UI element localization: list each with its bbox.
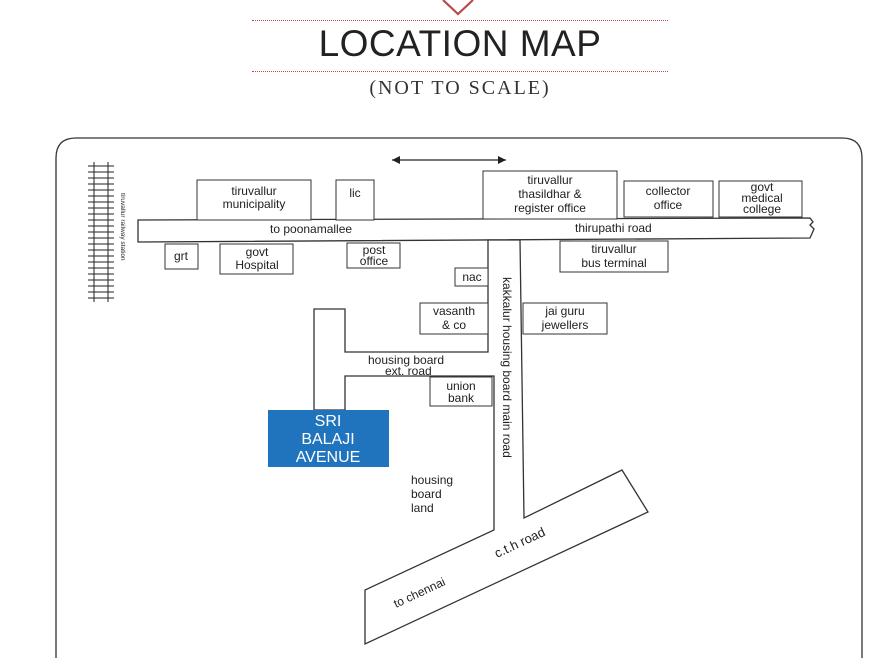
medical-label-1: govt <box>751 180 774 194</box>
municipality-box <box>196 179 312 221</box>
municipality-label-1: tiruvallur <box>231 184 276 198</box>
lic-label: lic <box>349 186 360 200</box>
vasanth-box <box>419 302 489 335</box>
location-pin-icon <box>442 0 474 16</box>
map-header: LOCATION MAP (NOT TO SCALE) <box>0 0 894 110</box>
thasildhar-label-1: tiruvallur <box>527 173 572 187</box>
bus-terminal-box <box>559 240 669 273</box>
thasildhar-box <box>482 170 618 220</box>
municipality-label-2: municipality <box>223 197 286 211</box>
collector-label-1: collector <box>646 184 691 198</box>
land-label-2: board <box>411 487 442 501</box>
post-label-1: post <box>363 243 386 257</box>
road-label-ext-2: ext. road <box>385 364 432 378</box>
highlight-label-3: AVENUE <box>296 449 361 466</box>
lic-box <box>335 179 375 221</box>
vasanth-label-2: & co <box>442 318 466 332</box>
union-label-1: union <box>446 379 475 393</box>
jaiguru-label-2: jewellers <box>541 318 589 332</box>
medical-label-3: college <box>743 202 781 216</box>
railway-station-label: tiruvallur railway station <box>119 193 126 261</box>
land-label-1: housing <box>411 473 453 487</box>
road-label-ext-1: housing board <box>368 353 444 367</box>
nac-box <box>454 267 489 287</box>
post-label-2: office <box>360 254 389 268</box>
post-office-box <box>346 242 401 269</box>
thirupathi-road-shape <box>137 217 815 243</box>
road-label-thirupathi: thirupathi road <box>575 221 652 235</box>
highlight-label-1: SRI <box>315 413 342 430</box>
grt-box <box>164 243 199 270</box>
sri-balaji-avenue-highlight <box>268 410 389 467</box>
medical-college-box <box>718 180 803 218</box>
collector-box <box>623 180 714 218</box>
railway-track <box>88 162 114 302</box>
road-label-poonamallee: to poonamallee <box>270 222 352 236</box>
divider-bottom <box>252 71 668 72</box>
medical-label-2: medical <box>741 191 782 205</box>
road-network-shape <box>313 239 649 646</box>
hospital-label-1: govt <box>246 245 269 259</box>
nac-label: nac <box>462 270 481 284</box>
divider-top <box>252 20 668 21</box>
union-label-2: bank <box>448 391 475 405</box>
double-arrow-icon <box>392 156 506 164</box>
collector-label-2: office <box>654 198 683 212</box>
jaiguru-label-1: jai guru <box>544 304 584 318</box>
bus-label-1: tiruvallur <box>591 242 636 256</box>
grt-label: grt <box>174 249 189 263</box>
page-title: LOCATION MAP <box>318 23 602 64</box>
bus-label-2: bus terminal <box>581 256 646 270</box>
union-bank-box <box>429 376 493 407</box>
hospital-label-2: Hospital <box>235 258 278 272</box>
jai-guru-box <box>522 302 608 335</box>
page-subtitle: (NOT TO SCALE) <box>369 77 551 99</box>
thasildhar-label-3: register office <box>514 201 586 215</box>
land-label-3: land <box>411 501 434 515</box>
thasildhar-label-2: thasildhar & <box>518 187 581 201</box>
map-frame <box>55 137 863 658</box>
road-label-kakkalur: kakkalur housing board main road <box>500 277 514 458</box>
vasanth-label-1: vasanth <box>433 304 475 318</box>
highlight-label-2: BALAJI <box>301 431 354 448</box>
hospital-box <box>219 243 294 275</box>
